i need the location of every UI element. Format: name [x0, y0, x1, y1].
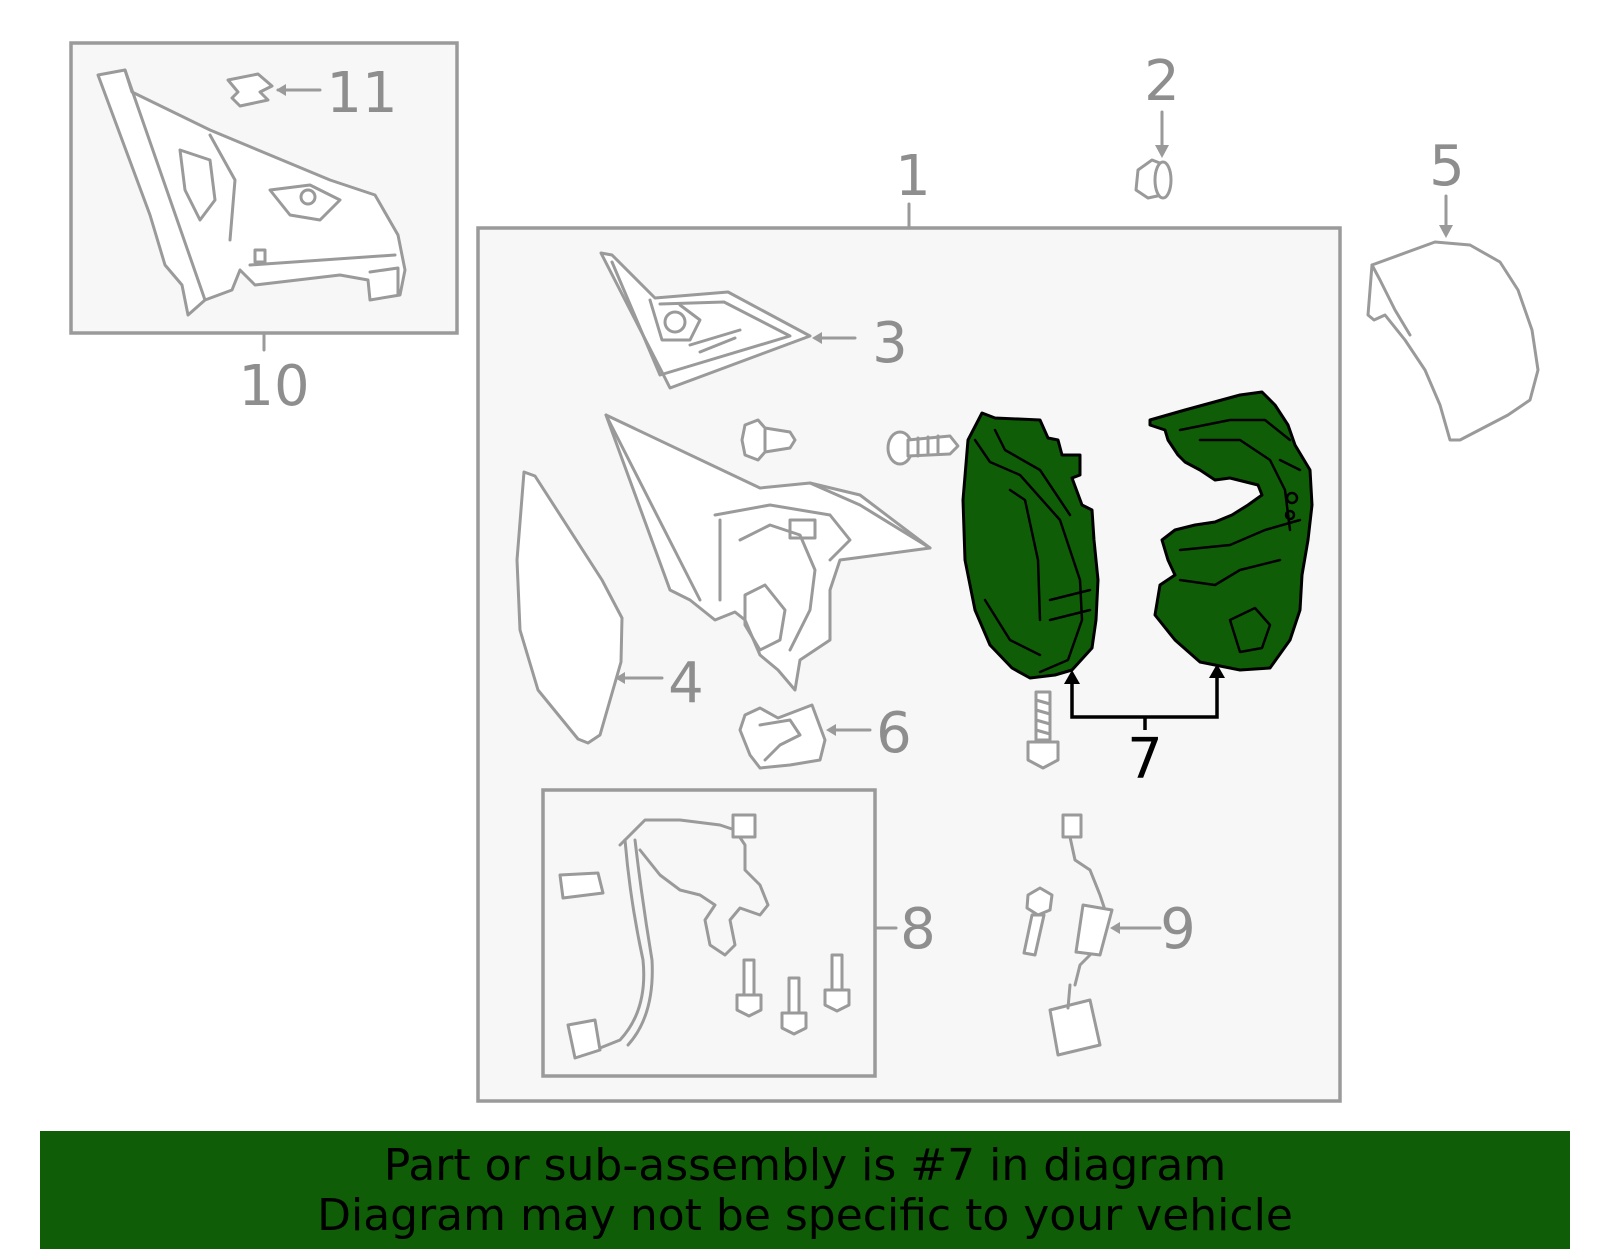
callout-3: 3 [872, 311, 908, 376]
callout-4: 4 [668, 651, 704, 716]
bracket-part-6 [738, 703, 827, 770]
clip-part-11 [226, 72, 274, 108]
mirror-housing-part-7-right [1148, 390, 1314, 672]
mirror-base-cover-part [96, 68, 407, 317]
callout-9: 9 [1160, 897, 1196, 962]
harness-part-9 [1022, 813, 1114, 1057]
banner-line-disclaimer: Diagram may not be specific to your vehi… [317, 1190, 1293, 1241]
harness-connector-8 [558, 813, 770, 1060]
screw-top-right [886, 430, 960, 466]
screw-top-left [740, 418, 797, 462]
mirror-actuator-assembly [604, 413, 932, 692]
inset-box-10 [69, 41, 459, 352]
mirror-holder-part-3 [599, 251, 812, 390]
callout-2: 2 [1144, 49, 1180, 114]
inset-box-8 [541, 788, 898, 1078]
callout-1: 1 [895, 144, 931, 209]
callout-7: 7 [1127, 727, 1163, 792]
callout-8: 8 [900, 897, 936, 962]
mirror-cover-part-5 [1366, 194, 1540, 442]
callout-6: 6 [876, 701, 912, 766]
mirror-housing-part-7-left [961, 411, 1100, 680]
callout-7-arrows [1064, 664, 1225, 730]
bolts-group-8 [735, 953, 851, 1036]
callout-10: 10 [238, 354, 309, 419]
bolt-part [1026, 690, 1060, 770]
mirror-glass-part-4 [515, 470, 624, 745]
callout-11: 11 [326, 61, 397, 126]
callout-5: 5 [1429, 134, 1465, 199]
nut-part-2 [1134, 110, 1173, 200]
main-box-1 [476, 202, 1342, 1103]
info-banner: Part or sub-assembly is #7 in diagram Di… [40, 1131, 1570, 1249]
banner-line-part: Part or sub-assembly is #7 in diagram [383, 1140, 1227, 1191]
